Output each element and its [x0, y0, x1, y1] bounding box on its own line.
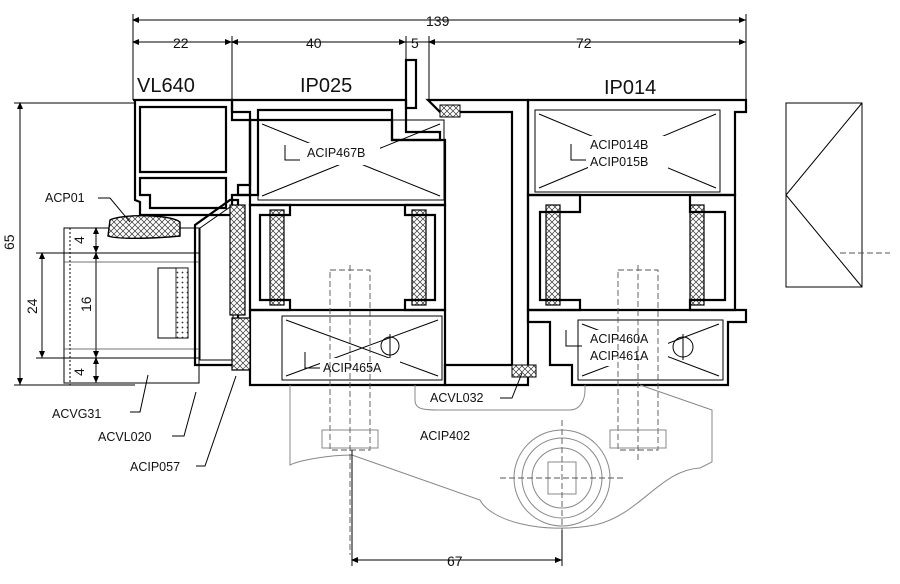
dimension-bottom — [351, 450, 563, 566]
dim-4-top-label: 4 — [71, 236, 87, 244]
part-acip057-label: ACIP057 — [130, 460, 180, 474]
hinge-hardware — [289, 265, 713, 555]
dim-40-label: 40 — [306, 35, 322, 51]
profile-vl640-label: VL640 — [137, 75, 195, 97]
dimension-left — [14, 102, 200, 386]
dim-4-bottom-label: 4 — [71, 368, 87, 376]
part-acip402-label: ACIP402 — [420, 429, 470, 443]
dimension-top — [132, 14, 747, 110]
part-acip465a-label: ACIP465A — [323, 361, 382, 375]
dim-72-label: 72 — [576, 35, 592, 51]
profile-ip025 — [229, 98, 447, 387]
dim-65-label: 65 — [1, 234, 17, 250]
part-acip014b-label: ACIP014B — [590, 138, 648, 152]
dim-67-label: 67 — [447, 553, 463, 569]
dim-22-label: 22 — [173, 35, 189, 51]
part-acvl032-label: ACVL032 — [430, 391, 484, 405]
part-acip015b-label: ACIP015B — [590, 155, 648, 169]
dim-5-label: 5 — [411, 35, 419, 51]
profile-ip025-label: IP025 — [300, 75, 352, 97]
dim-16-label: 16 — [78, 296, 94, 312]
part-acip461a-label: ACIP461A — [590, 349, 649, 363]
dim-total-label: 139 — [426, 13, 450, 29]
glazing-unit — [63, 227, 200, 384]
opening-symbol — [785, 102, 890, 288]
part-acvg31-label: ACVG31 — [52, 407, 101, 421]
part-acvl020-label: ACVL020 — [98, 430, 152, 444]
part-acip460a-label: ACIP460A — [590, 332, 649, 346]
profile-ip014-label: IP014 — [604, 77, 656, 99]
part-acp01-label: ACP01 — [45, 191, 85, 205]
leader-lines — [98, 197, 523, 467]
part-acip467b-label: ACIP467B — [307, 146, 365, 160]
dim-24-label: 24 — [24, 298, 40, 314]
profile-ip014 — [526, 98, 748, 387]
